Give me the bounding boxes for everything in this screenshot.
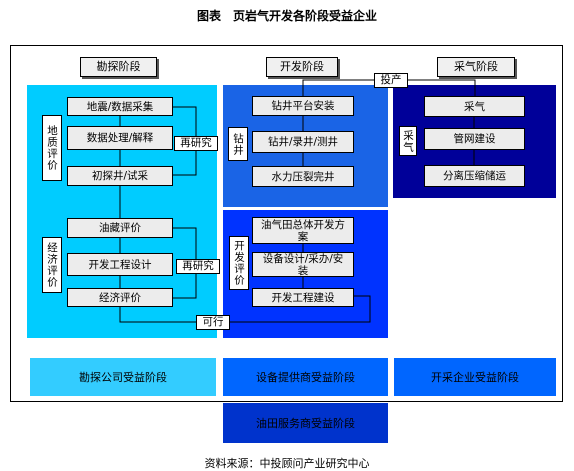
- figure-title: 图表 页岩气开发各阶段受益企业: [196, 9, 377, 23]
- step-engineering-design: 开发工程设计: [67, 253, 173, 276]
- step-separation-storage: 分离压缩储运: [424, 165, 525, 187]
- band-equipment-beneficiary: 设备提供商受益阶段: [223, 358, 388, 396]
- step-overall-plan: 油气田总体开发方案: [252, 217, 354, 244]
- development-evaluation-label: 开发评价: [229, 236, 249, 290]
- economic-evaluation-label: 经济评价: [42, 237, 62, 293]
- step-pipeline: 管网建设: [424, 128, 525, 150]
- step-engineering-construction: 开发工程建设: [252, 288, 354, 307]
- band-service-beneficiary: 油田服务商受益阶段: [223, 403, 388, 443]
- step-seismic-data: 地震/数据采集: [67, 97, 173, 116]
- production-label: 采气: [399, 126, 417, 156]
- geology-evaluation-label: 地质评价: [42, 115, 62, 181]
- loop-restudy-1: 再研究: [174, 136, 218, 151]
- arrow-label-feasible: 可行: [196, 315, 230, 330]
- step-gas-extraction: 采气: [424, 96, 525, 117]
- step-data-processing: 数据处理/解释: [67, 126, 173, 150]
- header-explore: 勘探阶段: [80, 57, 157, 77]
- band-exploration-beneficiary: 勘探公司受益阶段: [30, 358, 216, 396]
- drilling-label: 钻井: [228, 127, 248, 161]
- step-economic-evaluation: 经济评价: [67, 288, 173, 307]
- loop-restudy-2: 再研究: [176, 259, 220, 274]
- band-producer-beneficiary: 开采企业受益阶段: [394, 358, 556, 396]
- step-equipment-procurement: 设备设计/采办/安装: [252, 252, 354, 277]
- step-platform-install: 钻井平台安装: [252, 96, 354, 116]
- header-produce: 采气阶段: [437, 57, 515, 77]
- arrow-label-production: 投产: [374, 73, 408, 88]
- step-reservoir-evaluation: 油藏评价: [67, 218, 173, 238]
- header-develop: 开发阶段: [266, 57, 338, 77]
- source-note: 资料来源：中投顾问产业研究中心: [204, 457, 370, 470]
- step-hydraulic-fracturing: 水力压裂完井: [252, 166, 354, 187]
- step-exploration-well: 初探井/试采: [67, 166, 173, 186]
- step-drilling-logging: 钻井/录井/测井: [252, 131, 354, 153]
